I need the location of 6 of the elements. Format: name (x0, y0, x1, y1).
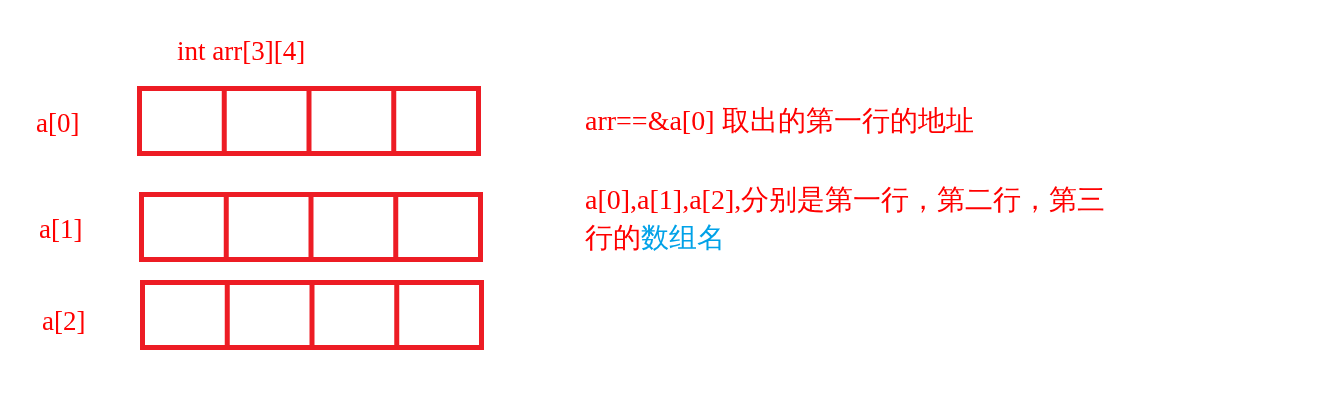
row-label: a[0] (36, 107, 80, 140)
array-declaration: int arr[3][4] (177, 35, 306, 68)
note-text: arr==&a[0] 取出的第一行的地址 (585, 104, 974, 138)
row-label: a[1] (39, 213, 83, 246)
note-text: a[0],a[1],a[2],分别是第一行，第二行，第三行的数组名 (585, 183, 1107, 255)
row-label: a[2] (42, 305, 86, 338)
